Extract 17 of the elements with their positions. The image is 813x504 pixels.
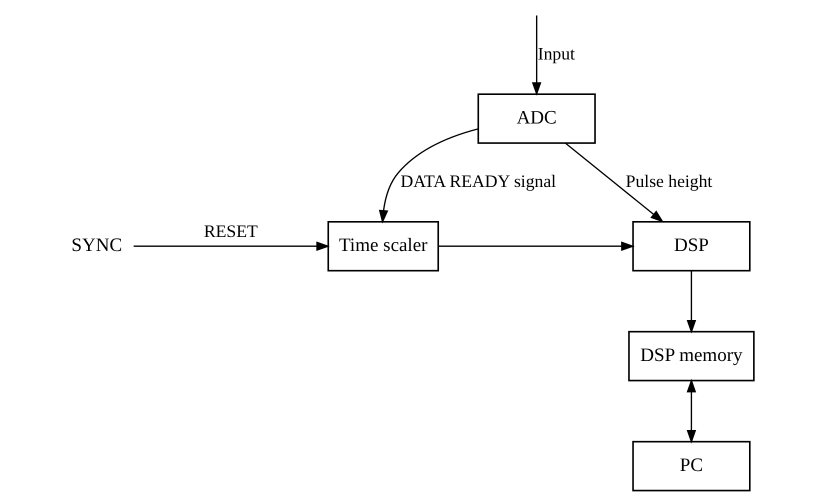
node-box: DSP memory — [628, 330, 754, 381]
arrow — [378, 128, 478, 224]
edge-label: RESET — [203, 220, 258, 241]
arrow — [564, 142, 664, 222]
node-box: Time scaler — [326, 220, 439, 271]
node-text: SYNC — [70, 234, 122, 256]
arrow — [686, 378, 696, 444]
node-box: ADC — [476, 92, 596, 144]
edge-label: Input — [537, 42, 574, 63]
arrow — [531, 14, 541, 96]
edge-label: DATA READY signal — [400, 170, 556, 191]
node-box: DSP — [632, 220, 750, 271]
arrow — [438, 240, 634, 250]
arrow — [133, 240, 330, 250]
node-box: PC — [632, 440, 750, 491]
edge-label: Pulse height — [625, 170, 712, 191]
arrow — [686, 270, 696, 334]
